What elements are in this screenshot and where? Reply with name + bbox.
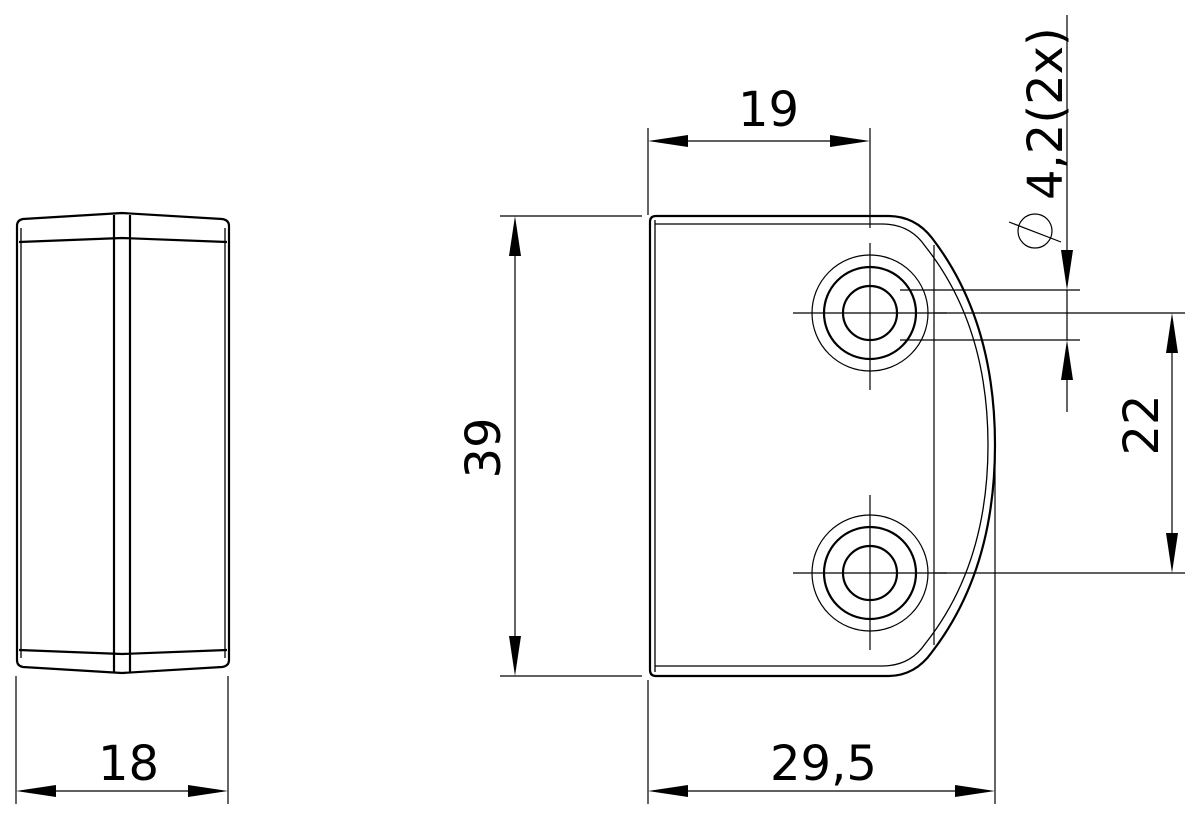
front-view	[648, 214, 997, 678]
dimension-text-19: 19	[738, 82, 799, 138]
dimension-front-height: 39	[456, 215, 642, 677]
diameter-icon	[1008, 213, 1062, 249]
dimension-text-39: 39	[456, 417, 512, 478]
side-view	[15, 211, 231, 675]
dimension-front-width: 29,5	[647, 450, 996, 804]
dimension-text-29-5: 29,5	[770, 736, 877, 792]
hole-upper	[793, 243, 947, 390]
dimension-hole-diameter: 4,2(2x)	[900, 15, 1080, 412]
hole-lower	[793, 495, 947, 650]
dimension-text-diameter: 4,2(2x)	[1018, 27, 1074, 200]
dimension-text-18: 18	[98, 736, 159, 792]
dimension-side-width: 18	[15, 676, 229, 804]
dimension-hole-offset: 19	[647, 82, 871, 228]
dimension-text-22: 22	[1114, 394, 1170, 455]
dimension-hole-spacing: 22	[935, 312, 1185, 574]
